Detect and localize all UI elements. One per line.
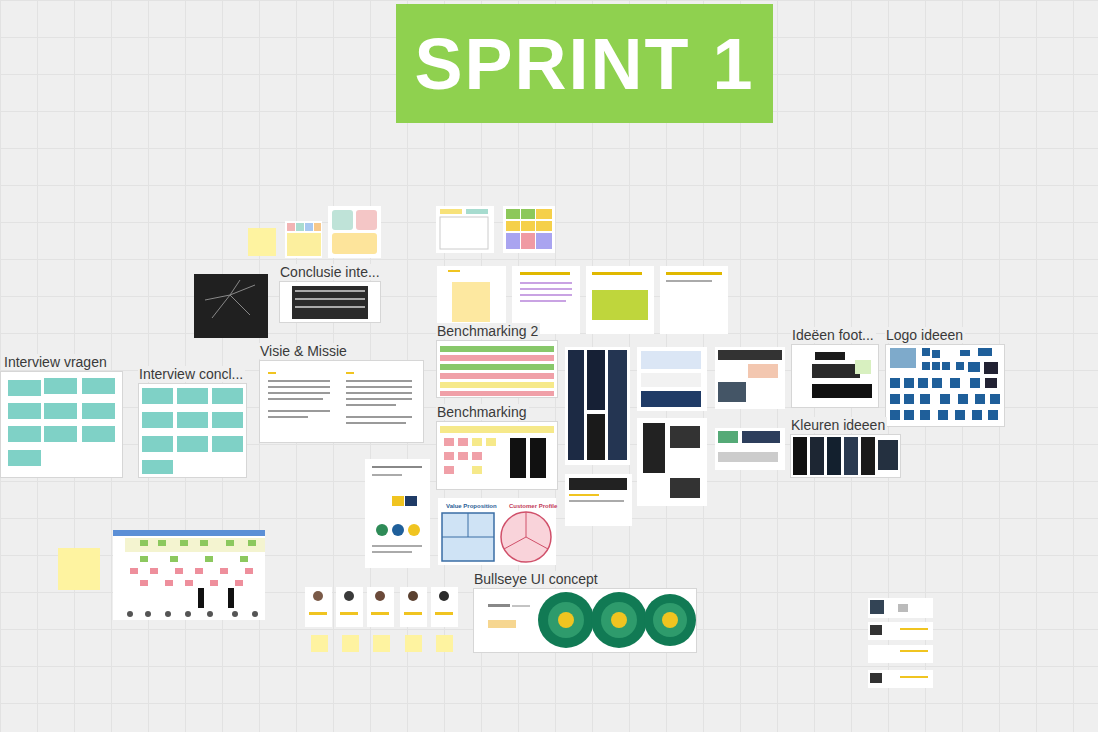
board-frame: Conclusie inte... [279,281,381,323]
title-banner: SPRINT 1 [396,4,773,123]
board-frame: Ideëen foot... [791,344,879,408]
board-frame: Logo ideeen [885,344,1005,427]
frame-title: Visie & Missie [259,343,349,359]
frame-title: Interview vragen [3,354,109,370]
small-label: Value Proposition [446,503,497,509]
small-label: Customer Profile [509,503,557,509]
frame-title: Interview concl... [138,366,245,382]
board-frame: Interview vragen [0,371,123,478]
board-frame: Interview concl... [138,383,247,478]
board-frame: Kleuren ideeen [790,434,901,478]
frame-title: Kleuren ideeen [790,417,887,433]
frame-title: Benchmarking [436,404,529,420]
frame-title: Benchmarking 2 [436,323,540,339]
frame-title: Ideëen foot... [791,327,876,343]
board-frame: Bullseye UI concept [473,588,697,653]
board-frame: Benchmarking [436,421,558,490]
board-frame: Visie & Missie [259,360,424,443]
board-frame: Benchmarking 2 [436,340,558,398]
frame-title: Conclusie inte... [279,264,382,280]
frame-title: Bullseye UI concept [473,571,600,587]
frame-title: Logo ideeen [885,327,965,343]
title-text: SPRINT 1 [414,23,754,105]
